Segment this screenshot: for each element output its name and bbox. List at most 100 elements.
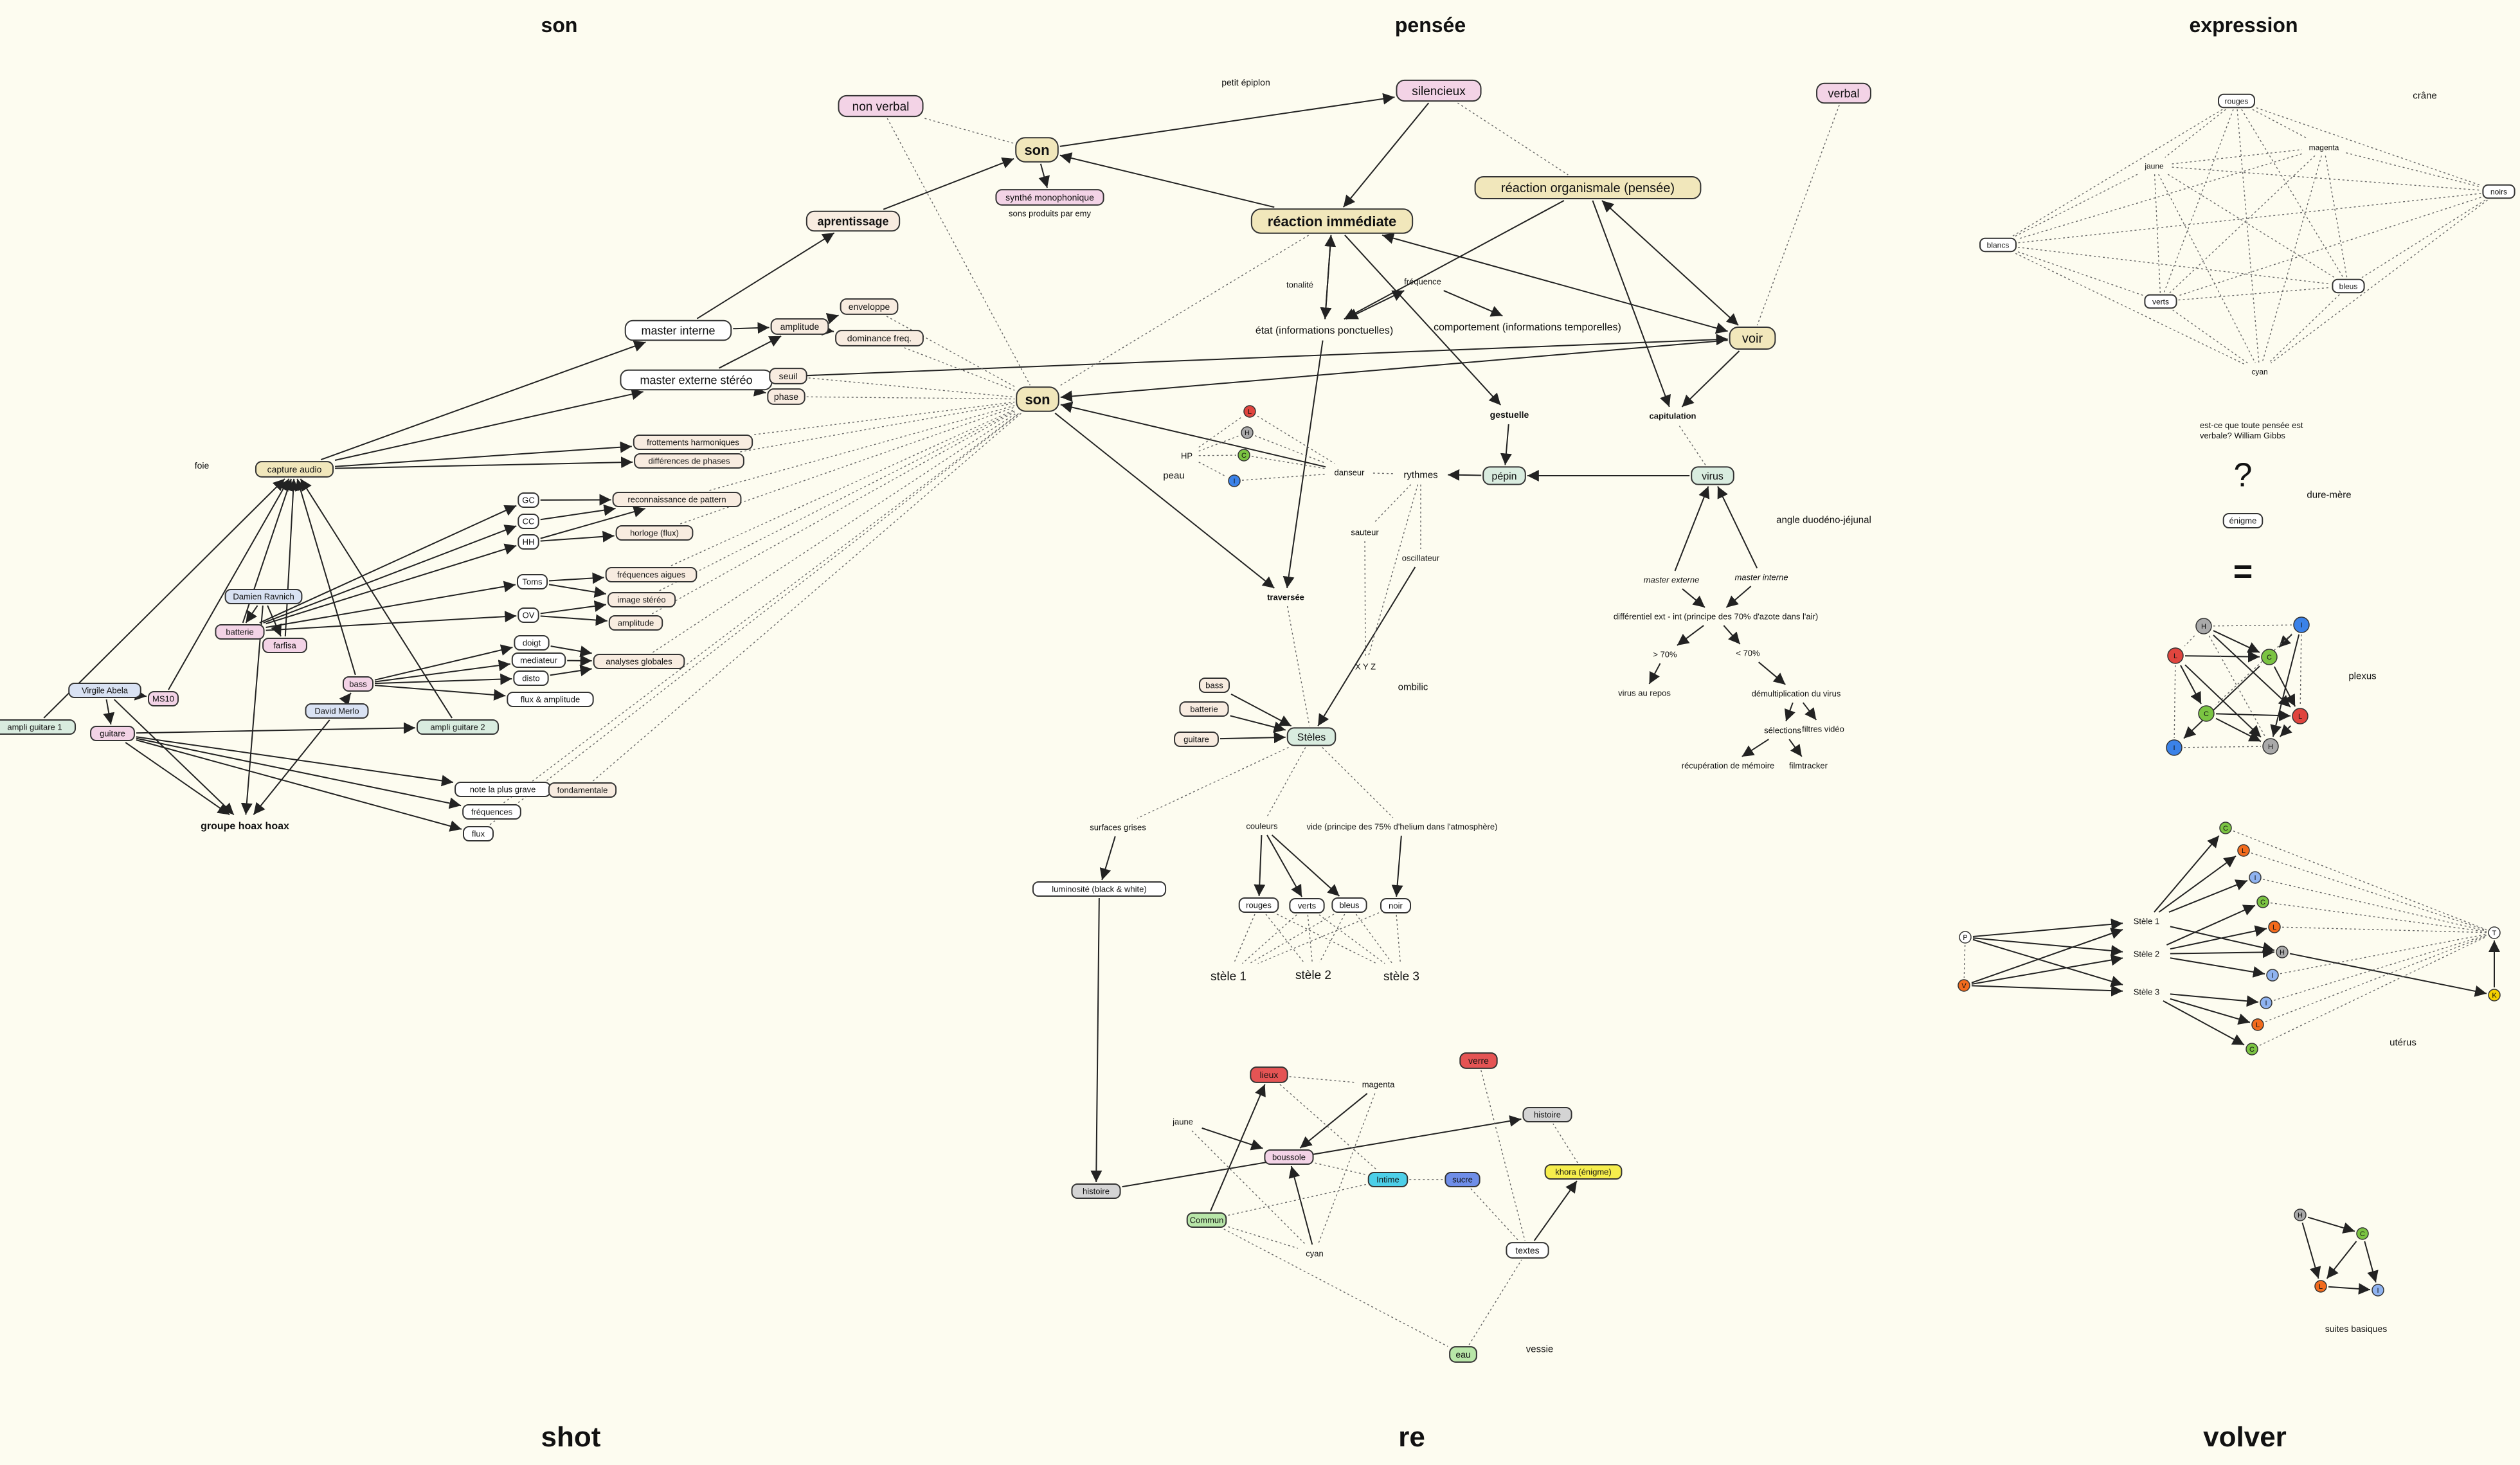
edge-boussole-intime bbox=[1315, 1162, 1367, 1176]
node-box bbox=[633, 434, 753, 451]
node-box bbox=[1816, 82, 1871, 104]
node-groupe: groupe hoax hoax bbox=[201, 821, 289, 832]
letter-circle bbox=[2260, 996, 2272, 1009]
letter-label: C bbox=[2223, 825, 2228, 832]
edge-sb-C-sb-L bbox=[2326, 1241, 2357, 1279]
node-box bbox=[255, 461, 334, 478]
node-cc: CC bbox=[518, 513, 539, 530]
edge-ex-jaune-ex-verts bbox=[2154, 174, 2161, 293]
node-label: fréquence bbox=[1404, 277, 1441, 287]
node-label: master externe bbox=[1644, 575, 1700, 585]
node-box bbox=[1522, 1106, 1572, 1123]
node-box bbox=[1444, 1171, 1480, 1188]
node-label: flux bbox=[472, 829, 485, 839]
edge-bass-flux-amplitude bbox=[374, 685, 506, 701]
node-box bbox=[342, 676, 374, 692]
edge-ex-jaune-ex-bleus bbox=[2167, 174, 2336, 278]
edge-luminosite-histoire-l bbox=[1090, 898, 1102, 1182]
edge-etat-reaction-immediate bbox=[1324, 235, 1336, 319]
node-capitulation: capitulation bbox=[1650, 411, 1697, 421]
edge-ut-L2-ut-T bbox=[2282, 926, 2487, 933]
letter-circle bbox=[2372, 1284, 2384, 1297]
letter-label: C bbox=[2360, 1230, 2365, 1238]
letter-circle bbox=[2166, 739, 2182, 756]
node-bass2: bass bbox=[1198, 677, 1230, 694]
edge-virus-capitulation bbox=[1678, 424, 1706, 465]
node-label: jaune bbox=[1172, 1117, 1193, 1127]
header-son: son bbox=[541, 13, 578, 37]
edge-bass-disto bbox=[374, 673, 512, 685]
node-label: seuil bbox=[779, 371, 798, 381]
edge-damien-groupe bbox=[240, 605, 264, 815]
node-toms: Toms bbox=[516, 573, 548, 590]
edge-rythmes-xyz bbox=[1367, 484, 1419, 658]
letter-node-sb-H: H bbox=[2294, 1209, 2307, 1221]
edge-sb-H-sb-L bbox=[2301, 1222, 2321, 1279]
node-label: guitare bbox=[1184, 735, 1209, 744]
node-box bbox=[215, 624, 265, 640]
node-gc: GC bbox=[518, 492, 539, 508]
node-voir: voir bbox=[1729, 327, 1776, 350]
letter-label: H bbox=[2268, 743, 2273, 751]
node-box bbox=[634, 453, 744, 469]
edge-sucre-textes bbox=[1470, 1188, 1519, 1241]
edge-guitare-groupe bbox=[125, 742, 230, 816]
node-box bbox=[1015, 137, 1059, 163]
letter-label: C bbox=[2249, 1046, 2254, 1054]
edge-differentiel-lt70 bbox=[1723, 625, 1741, 645]
node-fondamentale: fondamentale bbox=[548, 782, 617, 798]
edge-voir-capitulation bbox=[1681, 350, 1740, 408]
node-label: synthé monophonique bbox=[1005, 192, 1094, 202]
node-verbal: verbal bbox=[1816, 82, 1871, 104]
edge-bleus-stele1 bbox=[1249, 913, 1335, 964]
letter-node-ut-K: K bbox=[2488, 989, 2501, 1002]
node-hh: HH bbox=[518, 534, 539, 550]
edge-couleurs-rouges bbox=[1254, 835, 1266, 896]
edge-lieux-magenta bbox=[1289, 1076, 1355, 1083]
node-label: petit épiplon bbox=[1221, 77, 1270, 87]
edge-verts-stele3 bbox=[1318, 914, 1385, 964]
edge-jaune-boussole bbox=[1202, 1127, 1263, 1151]
node-label: stèle 2 bbox=[1295, 969, 1331, 982]
letter-circle bbox=[2292, 708, 2308, 724]
edge-son-center-reaction-immediate bbox=[1060, 235, 1310, 386]
letter-label: I bbox=[2300, 622, 2302, 629]
edge-px-L2-px-H2 bbox=[2279, 724, 2292, 737]
edge-ut-P-ut-V bbox=[1963, 944, 1966, 978]
node-box bbox=[607, 591, 676, 608]
edge-ex-magenta-ex-noirs bbox=[2346, 152, 2481, 188]
node-label: sons produits par emy bbox=[1009, 209, 1091, 219]
letter-node-ut-L2: L bbox=[2268, 921, 2281, 933]
node-label: magenta bbox=[2309, 143, 2339, 152]
letter-node-hp-I: I bbox=[1228, 474, 1241, 487]
node-filmtracker: filmtracker bbox=[1789, 761, 1828, 771]
edge-hp-hp-H bbox=[1198, 435, 1240, 452]
node-label: surfaces grises bbox=[1090, 823, 1146, 832]
letter-circle bbox=[2198, 705, 2215, 722]
node-farfisa: farfisa bbox=[262, 637, 307, 654]
edge-ov-amplitude2 bbox=[540, 614, 608, 626]
node-label: David Merlo bbox=[314, 706, 359, 716]
node-label: gestuelle bbox=[1490, 409, 1529, 420]
edge-master-externe-red-virus bbox=[1674, 486, 1710, 571]
letter-node-px-I1: I bbox=[2293, 616, 2310, 633]
edge-master-externe-stereo-phase bbox=[753, 384, 766, 397]
node-box bbox=[612, 491, 742, 508]
node-xyz: X Y Z bbox=[1355, 662, 1376, 672]
edge-hp-L-danseur bbox=[1257, 415, 1335, 464]
edge-capture-audio-differences-phases bbox=[335, 456, 633, 469]
node-batterie: batterie bbox=[215, 624, 265, 640]
edge-analyses-globales-son-center bbox=[652, 413, 1017, 653]
edge-ex-blancs-ex-cyan bbox=[2015, 253, 2245, 364]
node-eau: eau bbox=[1449, 1346, 1477, 1363]
node-angle: angle duodéno-jéjunal bbox=[1776, 514, 1871, 525]
node-label: ombilic bbox=[1398, 681, 1428, 692]
edge-ex-noirs-ex-blancs bbox=[2017, 193, 2481, 244]
edge-px-L1-px-I2 bbox=[2174, 665, 2176, 739]
node-box bbox=[147, 690, 179, 707]
edge-px-I2-px-H2 bbox=[2183, 746, 2262, 748]
letter-label: H bbox=[1245, 429, 1250, 437]
node-box bbox=[995, 189, 1104, 206]
node-uterus: utérus bbox=[2390, 1037, 2416, 1048]
edge-magenta-boussole bbox=[1299, 1093, 1368, 1149]
